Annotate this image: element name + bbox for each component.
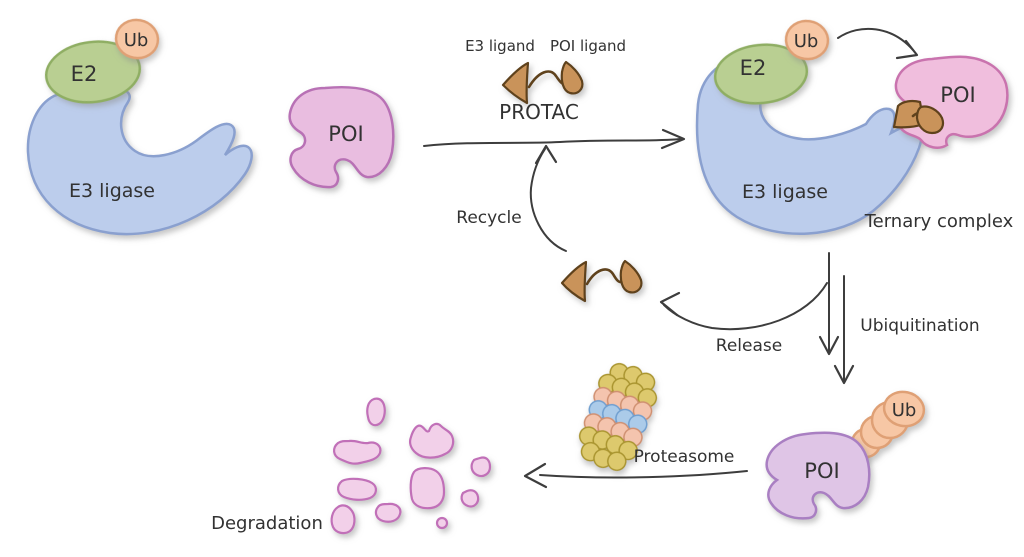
ubiquitinated-poi-label: POI (804, 459, 839, 483)
released-e3-ligand-shape (560, 260, 588, 303)
released-protac-linker (585, 268, 625, 286)
poi-shape (288, 85, 395, 189)
bound-poi-ligand-shape (915, 105, 945, 135)
recycle-arrow-line (529, 148, 567, 252)
ubiquitinated-poi-shape (765, 431, 871, 520)
poi-fragment (409, 467, 446, 510)
e3-ligase-shape (26, 86, 253, 236)
ubiquitinated-poi: POI Ub (765, 390, 926, 520)
degradation-label: Degradation (211, 513, 323, 534)
ubiquitination-arrowhead-icon-1 (818, 335, 840, 356)
ub-chain-top-circle (882, 390, 926, 428)
recycle-label: Recycle (456, 208, 521, 228)
protac-name-label: PROTAC (499, 100, 579, 124)
poi-fragment (408, 422, 455, 459)
poi-fragment (435, 516, 449, 530)
poi-fragment (337, 477, 377, 501)
recycle-arrow: Recycle (456, 144, 567, 252)
poi-fragment (330, 504, 356, 535)
e3-ligand-shape (501, 61, 530, 105)
poi-ligand-label: POI ligand (550, 37, 626, 55)
release-arrowhead-icon (659, 291, 681, 317)
poi-fragment (470, 456, 492, 478)
ubiquitination-arrows: Ubiquitination (818, 252, 980, 385)
release-label: Release (716, 336, 782, 356)
bound-protac-molecule (892, 99, 945, 135)
ub-transfer-arrowhead-icon (895, 39, 919, 60)
poi-fragment (460, 489, 480, 508)
binding-arrow-line (423, 138, 681, 147)
ubiquitination-label: Ubiquitination (860, 316, 979, 336)
ub-label: Ub (124, 30, 149, 51)
ternary-e3-ligase-label: E3 ligase (742, 181, 828, 203)
proteasome-barrel (578, 362, 658, 472)
e2-label: E2 (71, 62, 98, 86)
degradation-arrowhead-icon (523, 462, 548, 489)
poi-fragment (366, 397, 386, 427)
e3-ligase-label: E3 ligase (69, 180, 155, 202)
e2-enzyme-shape (44, 40, 142, 104)
e3-e2-ub-complex: E2 Ub E3 ligase (26, 18, 253, 236)
proteasome: Proteasome (523, 362, 748, 489)
protac-legend: E3 ligand POI ligand PROTAC (465, 37, 626, 124)
ternary-complex-caption: Ternary complex (864, 211, 1014, 232)
released-protac-molecule (560, 259, 643, 303)
ternary-ub-molecule-shape (784, 19, 830, 61)
ternary-ub-label: Ub (794, 31, 819, 52)
protac-linker (527, 70, 568, 89)
ub-transfer-arrow-line (837, 27, 914, 51)
release-arrow-line (663, 282, 828, 331)
e3-ligand-label: E3 ligand (465, 37, 535, 55)
poi-fragment (374, 502, 402, 523)
proteasome-label: Proteasome (634, 447, 735, 467)
poi-ligand-shape (560, 60, 584, 95)
poi-label: POI (328, 122, 363, 146)
degradation-arrow-line (539, 470, 748, 479)
released-poi-ligand-shape (619, 259, 643, 294)
ubiquitination-arrowhead-icon-2 (833, 364, 855, 385)
ternary-e2-enzyme-shape (713, 43, 809, 105)
ternary-poi-label: POI (940, 83, 975, 107)
protac-molecule (501, 60, 584, 105)
ub-molecule-shape (114, 18, 160, 60)
binding-arrow (423, 128, 686, 150)
release-arrow: Release (659, 282, 828, 356)
ternary-e2-label: E2 (740, 56, 767, 80)
recycle-arrowhead-icon (534, 144, 558, 165)
free-poi: POI (288, 85, 395, 189)
binding-arrowhead-icon (660, 128, 686, 150)
proteasome-subunit (607, 451, 627, 472)
ternary-complex: E2 Ub E3 ligase POI Ternary complex (695, 19, 1014, 235)
ub-chain-label: Ub (892, 400, 917, 421)
poi-fragment (333, 439, 382, 465)
degradation-fragments (330, 397, 492, 535)
